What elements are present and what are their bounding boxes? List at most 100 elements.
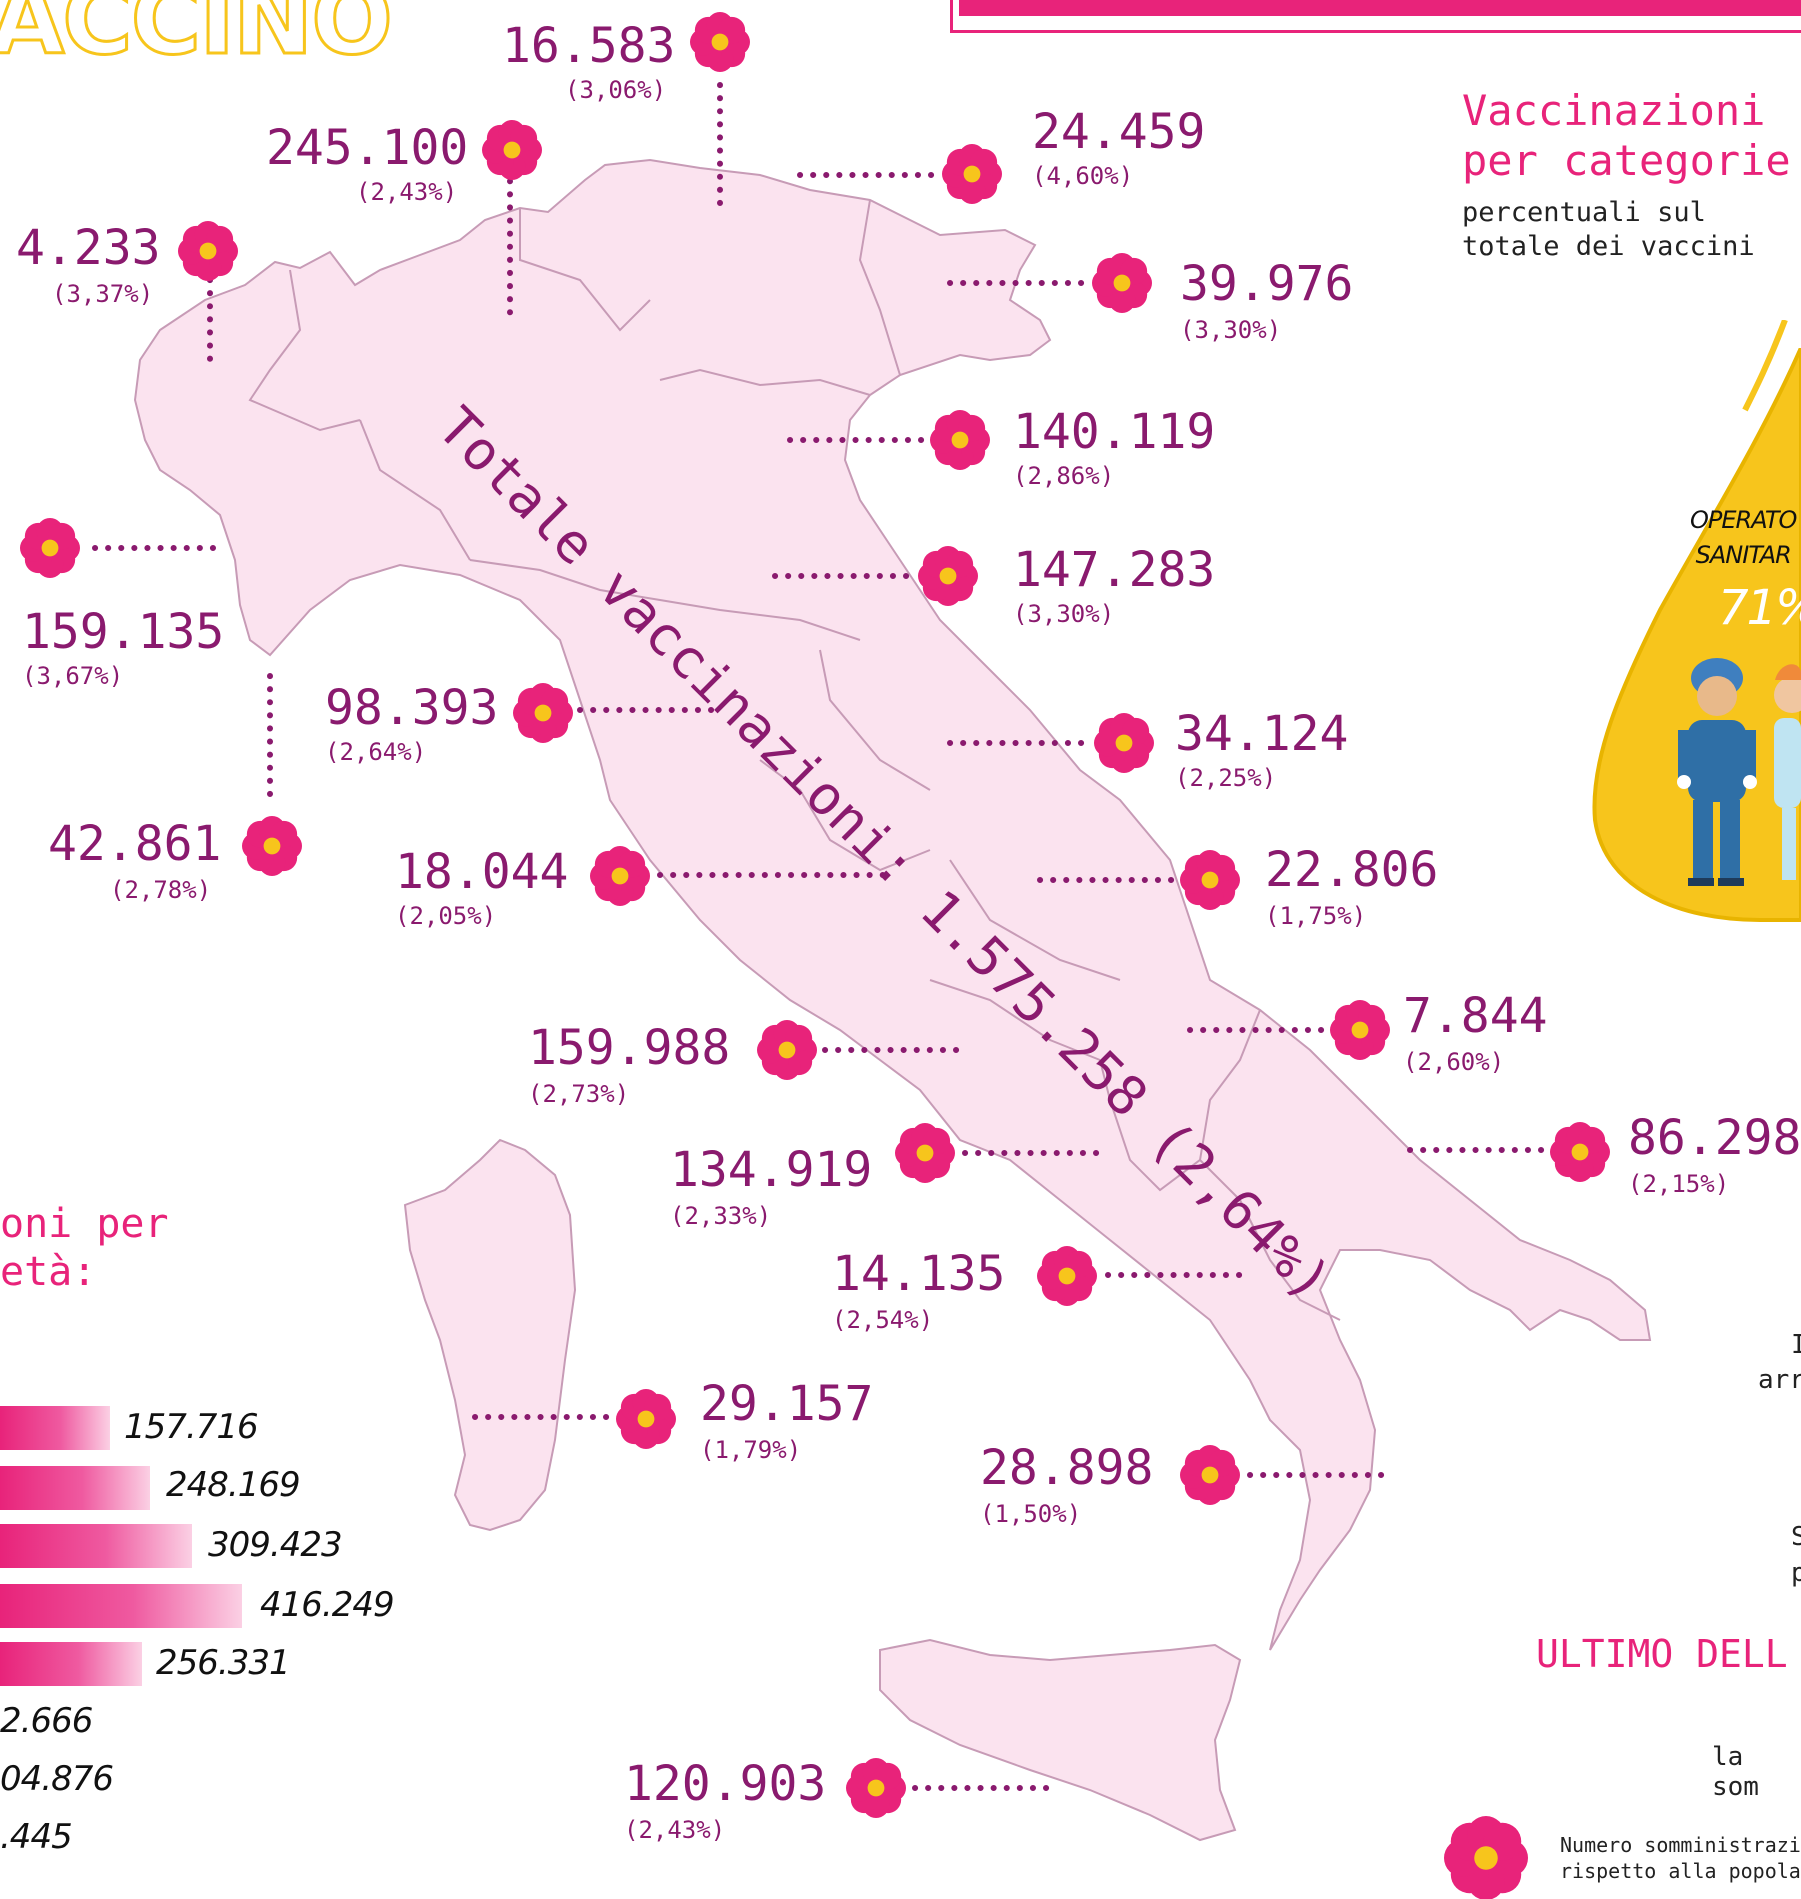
flower-icon xyxy=(1330,1000,1390,1060)
legend-text: Numero somministrazi rispetto alla popol… xyxy=(1560,1833,1801,1883)
categories-title: Vaccinazioni per categorie xyxy=(1462,86,1791,186)
flower-icon xyxy=(895,1123,955,1183)
right-fragment-4: p xyxy=(1791,1558,1801,1588)
region-percent: (1,79%) xyxy=(700,1436,802,1464)
sicily xyxy=(879,1638,1242,1842)
region-boundaries xyxy=(248,199,1341,1321)
flower-icon xyxy=(590,846,650,906)
region-percent: (2,05%) xyxy=(395,902,497,930)
italy-peninsula xyxy=(133,158,1652,1651)
flower-icon xyxy=(942,144,1002,204)
age-bar-3 xyxy=(0,1524,192,1568)
region-percent: (2,43%) xyxy=(356,178,458,206)
age-bar-2 xyxy=(0,1466,150,1510)
region-value: 159.988 xyxy=(528,1020,731,1076)
flower-icon xyxy=(1180,1445,1240,1505)
age-value-3: 309.423 xyxy=(208,1525,343,1565)
region-value: 4.233 xyxy=(16,220,161,276)
region-percent: (3,37%) xyxy=(52,280,154,308)
ultimo-heading: ULTIMO DELL xyxy=(1536,1632,1788,1676)
region-percent: (2,78%) xyxy=(110,876,212,904)
region-value: 98.393 xyxy=(325,680,499,736)
region-value: 147.283 xyxy=(1013,542,1216,598)
flower-icon xyxy=(1550,1122,1610,1182)
region-percent: (3,06%) xyxy=(565,76,667,104)
age-value-1: 157.716 xyxy=(124,1407,259,1447)
flower-icon xyxy=(930,410,990,470)
flower-icon xyxy=(616,1389,676,1449)
region-value: 24.459 xyxy=(1032,104,1206,160)
flower-icon xyxy=(1180,850,1240,910)
age-value-6: 2.666 xyxy=(0,1701,93,1741)
region-percent: (3,30%) xyxy=(1013,600,1115,628)
drop-percent: 71% xyxy=(1718,580,1801,636)
flower-icon xyxy=(178,221,238,281)
age-value-8: .445 xyxy=(0,1817,73,1857)
age-value-4: 416.249 xyxy=(260,1585,395,1625)
flower-icon xyxy=(1037,1246,1097,1306)
flower-icon xyxy=(690,12,750,72)
right-fragment-somm: la som xyxy=(1712,1742,1759,1802)
region-percent: (2,43%) xyxy=(624,1816,726,1844)
region-percent: (2,86%) xyxy=(1013,462,1115,490)
right-fragment-3: S xyxy=(1791,1522,1801,1552)
region-value: 159.135 xyxy=(22,604,225,660)
nurse-icon xyxy=(1774,664,1801,880)
region-percent: (3,30%) xyxy=(1180,316,1282,344)
region-value: 14.135 xyxy=(832,1246,1006,1302)
age-title: oni per età: xyxy=(0,1201,169,1295)
region-value: 28.898 xyxy=(980,1440,1154,1496)
region-value: 86.298 xyxy=(1628,1110,1801,1166)
health-worker-icon xyxy=(1677,658,1757,886)
region-percent: (2,73%) xyxy=(528,1080,630,1108)
flower-icon xyxy=(20,518,80,578)
sardinia xyxy=(403,1138,577,1532)
region-value: 22.806 xyxy=(1265,842,1439,898)
region-value: 29.157 xyxy=(700,1376,874,1432)
operators-drop xyxy=(1592,320,1801,922)
drop-label: OPERATO SANITAR xyxy=(1690,506,1797,569)
region-percent: (2,60%) xyxy=(1403,1048,1505,1076)
region-percent: (2,54%) xyxy=(832,1306,934,1334)
region-value: 134.919 xyxy=(670,1142,873,1198)
flower-icon xyxy=(1092,253,1152,313)
flower-icon xyxy=(513,683,573,743)
region-percent: (2,15%) xyxy=(1628,1170,1730,1198)
age-bar-4 xyxy=(0,1584,242,1628)
flower-icon xyxy=(1444,1816,1528,1899)
flower-icon xyxy=(757,1020,817,1080)
flower-icon xyxy=(242,816,302,876)
header-title-fragment: ACCINO xyxy=(0,0,394,78)
flower-icon xyxy=(846,1758,906,1818)
region-value: 34.124 xyxy=(1175,706,1349,762)
region-value: 16.583 xyxy=(502,18,676,74)
region-value: 42.861 xyxy=(48,816,222,872)
region-percent: (4,60%) xyxy=(1032,162,1134,190)
age-value-5: 256.331 xyxy=(156,1643,291,1683)
region-percent: (1,50%) xyxy=(980,1500,1082,1528)
region-percent: (2,33%) xyxy=(670,1202,772,1230)
flower-icon xyxy=(1094,713,1154,773)
region-percent: (1,75%) xyxy=(1265,902,1367,930)
region-value: 140.119 xyxy=(1013,404,1216,460)
region-value: 7.844 xyxy=(1403,988,1548,1044)
right-fragment-2: arr xyxy=(1758,1365,1801,1395)
region-percent: (2,64%) xyxy=(325,738,427,766)
region-percent: (2,25%) xyxy=(1175,764,1277,792)
region-value: 39.976 xyxy=(1180,256,1354,312)
region-value: 245.100 xyxy=(266,120,469,176)
region-percent: (3,67%) xyxy=(22,662,124,690)
categories-subtitle: percentuali sul totale dei vaccini xyxy=(1462,197,1755,262)
region-value: 18.044 xyxy=(395,844,569,900)
age-bar-5 xyxy=(0,1642,142,1686)
region-value: 120.903 xyxy=(624,1756,827,1812)
age-bar-1 xyxy=(0,1406,110,1450)
age-value-7: 04.876 xyxy=(0,1759,114,1799)
flower-icon xyxy=(918,546,978,606)
right-fragment-1: I xyxy=(1791,1330,1801,1360)
age-value-2: 248.169 xyxy=(166,1465,301,1505)
header-banner xyxy=(950,0,1801,33)
flower-icon xyxy=(482,120,542,180)
